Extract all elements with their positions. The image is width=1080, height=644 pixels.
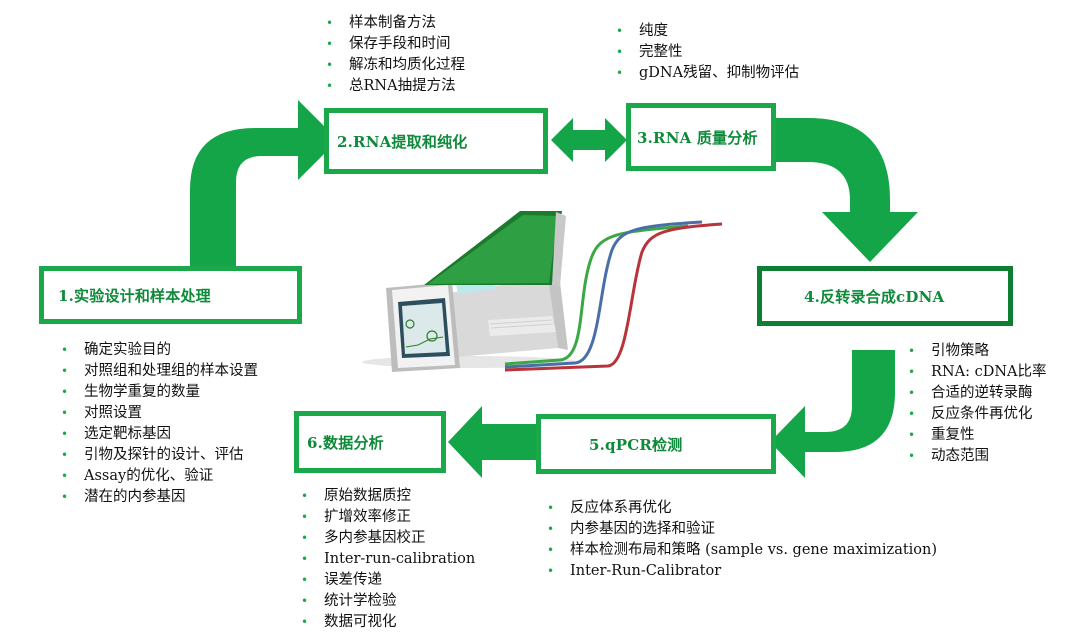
list-item: gDNA残留、抑制物评估 xyxy=(612,63,799,84)
list-item: 数据可视化 xyxy=(297,612,475,633)
step-3-label: 3.RNA 质量分析 xyxy=(637,128,758,147)
list-item: 反应体系再优化 xyxy=(543,498,937,519)
list-item: 纯度 xyxy=(612,21,799,42)
list-item: Assay的优化、验证 xyxy=(57,466,258,487)
step-5-box: 5.qPCR检测 xyxy=(536,414,776,474)
list-item: 原始数据质控 xyxy=(297,486,475,507)
step-1-box: 1.实验设计和样本处理 xyxy=(39,266,302,324)
list-item: 对照设置 xyxy=(57,403,258,424)
step-3-box: 3.RNA 质量分析 xyxy=(626,103,776,171)
list-item: 引物策略 xyxy=(904,341,1046,362)
list-item: 反应条件再优化 xyxy=(904,404,1046,425)
step-1-notes: 确定实验目的 对照组和处理组的样本设置 生物学重复的数量 对照设置 选定靶标基因… xyxy=(57,340,258,508)
step-3-notes: 纯度 完整性 gDNA残留、抑制物评估 xyxy=(612,21,799,84)
arrow-2-3-double xyxy=(551,118,627,162)
arrow-5-to-6 xyxy=(448,406,540,478)
arrow-4-to-5 xyxy=(770,350,895,478)
list-item: 潜在的内参基因 xyxy=(57,487,258,508)
step-6-box: 6.数据分析 xyxy=(294,411,446,473)
list-item: 选定靶标基因 xyxy=(57,424,258,445)
amplification-curves-icon xyxy=(504,220,723,372)
list-item: 确定实验目的 xyxy=(57,340,258,361)
list-item: 总RNA抽提方法 xyxy=(322,76,465,97)
step-4-label: 4.反转录合成cDNA xyxy=(804,287,945,306)
list-item: 内参基因的选择和验证 xyxy=(543,519,937,540)
step-1-label: 1.实验设计和样本处理 xyxy=(58,286,211,305)
list-item: Inter-run-calibration xyxy=(297,549,475,570)
step-5-label: 5.qPCR检测 xyxy=(589,435,683,454)
list-item: 完整性 xyxy=(612,42,799,63)
list-item: 对照组和处理组的样本设置 xyxy=(57,361,258,382)
list-item: 样本检测布局和策略 (sample vs. gene maximization) xyxy=(543,540,937,561)
step-2-label: 2.RNA提取和纯化 xyxy=(337,132,468,151)
arrow-3-to-4 xyxy=(775,118,918,262)
list-item: 样本制备方法 xyxy=(322,13,465,34)
list-item: 多内参基因校正 xyxy=(297,528,475,549)
arrow-1-to-2 xyxy=(190,100,338,268)
step-6-label: 6.数据分析 xyxy=(307,433,384,452)
list-item: 动态范围 xyxy=(904,446,1046,467)
step-5-notes: 反应体系再优化 内参基因的选择和验证 样本检测布局和策略 (sample vs.… xyxy=(543,498,937,582)
step-4-notes: 引物策略 RNA: cDNA比率 合适的逆转录酶 反应条件再优化 重复性 动态范… xyxy=(904,341,1046,467)
list-item: Inter-Run-Calibrator xyxy=(543,561,937,582)
step-6-notes: 原始数据质控 扩增效率修正 多内参基因校正 Inter-run-calibrat… xyxy=(297,486,475,633)
list-item: 引物及探针的设计、评估 xyxy=(57,445,258,466)
list-item: 重复性 xyxy=(904,425,1046,446)
list-item: 扩增效率修正 xyxy=(297,507,475,528)
list-item: 生物学重复的数量 xyxy=(57,382,258,403)
list-item: 解冻和均质化过程 xyxy=(322,55,465,76)
list-item: 误差传递 xyxy=(297,570,475,591)
step-2-notes: 样本制备方法 保存手段和时间 解冻和均质化过程 总RNA抽提方法 xyxy=(322,13,465,97)
step-2-box: 2.RNA提取和纯化 xyxy=(324,108,548,174)
list-item: 保存手段和时间 xyxy=(322,34,465,55)
list-item: 统计学检验 xyxy=(297,591,475,612)
qpcr-instrument-icon xyxy=(362,211,578,372)
list-item: 合适的逆转录酶 xyxy=(904,383,1046,404)
step-4-box: 4.反转录合成cDNA xyxy=(757,266,1013,326)
list-item: RNA: cDNA比率 xyxy=(904,362,1046,383)
